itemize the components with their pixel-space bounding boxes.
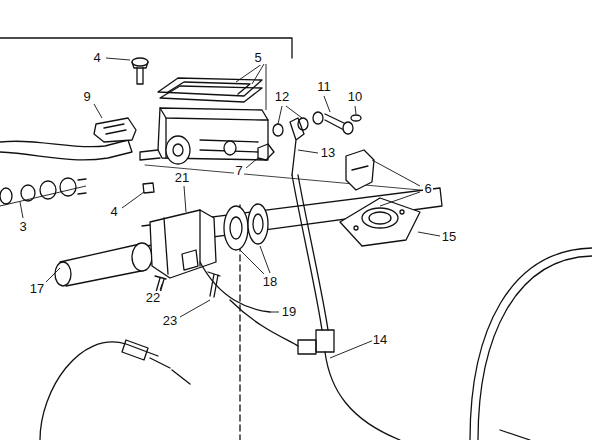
fitting [258,144,274,160]
banjo-fitting [290,118,304,175]
callout-number: 18 [262,275,278,289]
bolt [273,112,361,136]
callout-number: 22 [145,291,161,305]
screw [208,272,220,297]
throttle-cable [292,175,400,440]
callout-number: 4 [109,205,118,219]
switch-housing [150,210,216,278]
switch-ring [224,204,268,250]
cable-adjuster [122,340,190,384]
callout-number: 17 [29,282,45,296]
callout-number: 14 [372,333,388,347]
cable [40,342,158,440]
callout-number: 5 [253,51,262,65]
group-bracket [0,38,292,58]
clamp [346,150,374,190]
cable-end [500,430,530,440]
grip [55,243,152,286]
master-cylinder [140,108,268,164]
piston-set [0,178,86,204]
callout-number: 15 [441,230,457,244]
callout-number: 23 [162,314,178,328]
callout-number: 19 [281,305,297,319]
axis-line [145,165,420,190]
callout-number: 21 [174,171,190,185]
callout-number: 11 [316,80,332,94]
brake-lever [0,118,136,160]
connector [298,340,316,354]
callout-number: 6 [423,182,432,196]
cable [470,248,592,440]
flange-plate [340,198,420,246]
callout-number: 7 [234,164,243,178]
callout-number: 10 [347,90,363,104]
reservoir-cap [158,78,262,102]
callout-number: 3 [18,220,27,234]
nut [143,183,154,193]
callout-number: 12 [274,90,290,104]
switch-wire [200,262,298,346]
callout-number: 4 [92,51,101,65]
callout-number: 9 [82,90,91,104]
leader-lines [0,58,440,358]
callout-number: 13 [320,146,336,160]
screw [132,58,148,84]
